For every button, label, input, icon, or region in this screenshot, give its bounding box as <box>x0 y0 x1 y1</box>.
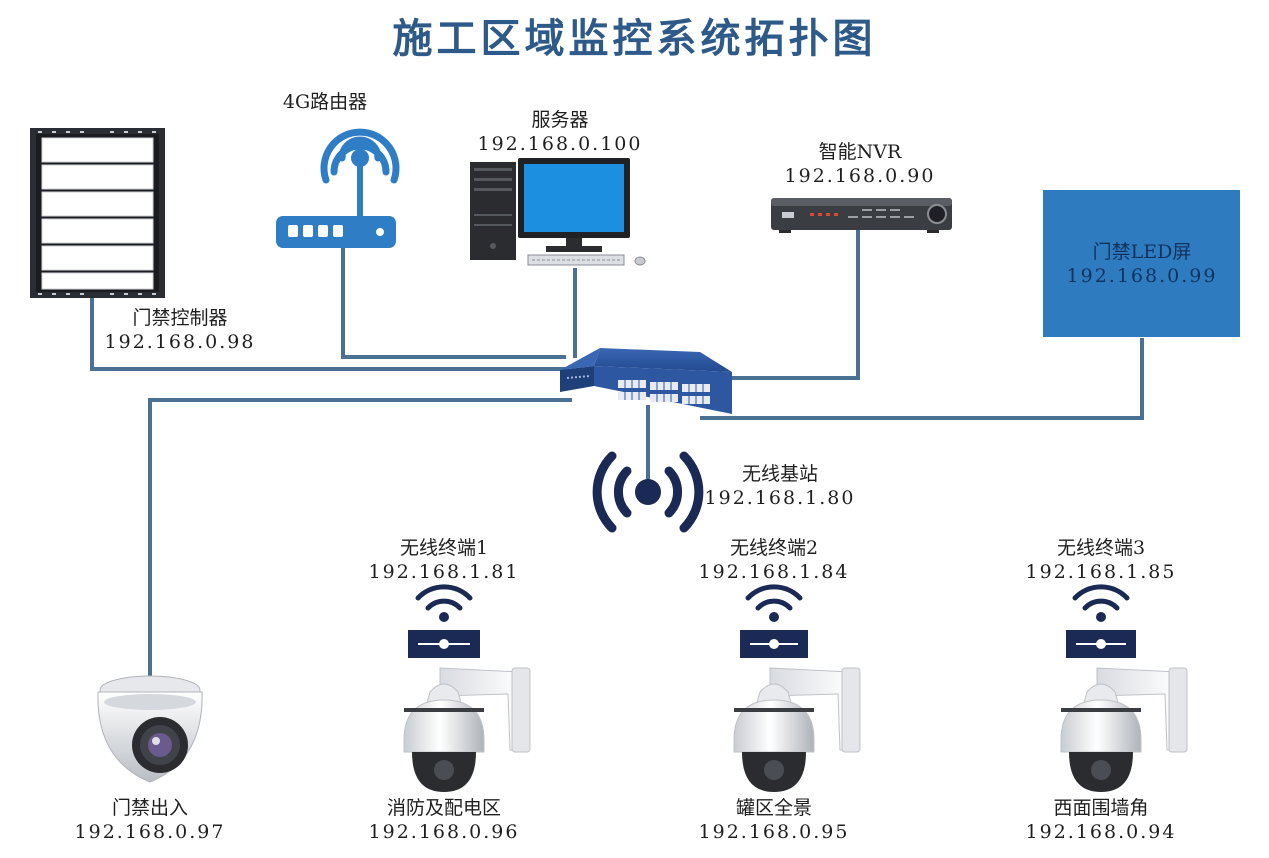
server-ip: 192.168.0.100 <box>477 133 643 155</box>
ptz-camera-3-icon <box>1060 667 1188 792</box>
terminal-1-icon <box>408 584 480 658</box>
nvr-ip: 192.168.0.90 <box>784 165 936 187</box>
camera-west-ip: 192.168.0.94 <box>1025 821 1177 843</box>
nvr-icon <box>771 198 952 233</box>
router-name: 4G路由器 <box>282 91 368 113</box>
router-icon <box>276 128 400 248</box>
label-led-screen: 门禁LED屏 192.168.0.99 <box>1050 240 1234 288</box>
access-controller-ip: 192.168.0.98 <box>104 331 256 353</box>
dome-camera-icon <box>97 675 203 783</box>
switch-icon <box>560 348 732 414</box>
led-screen-name: 门禁LED屏 <box>1092 241 1192 263</box>
label-camera-gate: 门禁出入 192.168.0.97 <box>70 796 230 844</box>
terminal-3-icon <box>1066 584 1136 658</box>
terminal-1-name: 无线终端1 <box>399 537 489 559</box>
terminal-2-ip: 192.168.1.84 <box>698 561 850 583</box>
terminal-3-name: 无线终端3 <box>1056 537 1146 559</box>
base-station-name: 无线基站 <box>741 463 818 485</box>
ptz-camera-1-icon <box>403 667 531 792</box>
server-name: 服务器 <box>531 109 589 131</box>
terminal-1-ip: 192.168.1.81 <box>368 561 520 583</box>
base-station-ip: 192.168.1.80 <box>704 487 856 509</box>
camera-gate-ip: 192.168.0.97 <box>74 821 226 843</box>
label-server: 服务器 192.168.0.100 <box>470 108 650 156</box>
label-nvr: 智能NVR 192.168.0.90 <box>775 140 945 188</box>
label-terminal-1: 无线终端1 192.168.1.81 <box>364 536 524 584</box>
ptz-camera-2-icon <box>733 667 861 792</box>
terminal-2-name: 无线终端2 <box>729 537 819 559</box>
label-camera-tank: 罐区全景 192.168.0.95 <box>694 796 854 844</box>
nvr-name: 智能NVR <box>818 141 902 163</box>
access-controller-icon <box>30 128 165 298</box>
network-links <box>90 230 1144 678</box>
led-screen-ip: 192.168.0.99 <box>1066 265 1218 287</box>
base-station-icon <box>592 451 704 533</box>
link-led-screen <box>700 338 1144 420</box>
label-terminal-2: 无线终端2 192.168.1.84 <box>694 536 854 584</box>
label-access-controller: 门禁控制器 192.168.0.98 <box>95 306 265 354</box>
camera-tank-name: 罐区全景 <box>735 797 812 819</box>
server-icon <box>470 158 646 266</box>
camera-fire-ip: 192.168.0.96 <box>368 821 520 843</box>
label-camera-west: 西面围墙角 192.168.0.94 <box>1021 796 1181 844</box>
camera-west-name: 西面围墙角 <box>1053 797 1149 819</box>
camera-tank-ip: 192.168.0.95 <box>698 821 850 843</box>
access-controller-name: 门禁控制器 <box>132 307 228 329</box>
link-access-controller <box>90 298 568 371</box>
camera-gate-name: 门禁出入 <box>111 797 188 819</box>
label-router: 4G路由器 <box>270 90 380 114</box>
link-router <box>341 246 566 359</box>
diagram-title: 施工区域监控系统拓扑图 <box>392 16 877 62</box>
link-nvr <box>722 230 860 380</box>
label-base-station: 无线基站 192.168.1.80 <box>700 462 860 510</box>
terminal-2-icon <box>740 584 808 658</box>
link-camera-gate <box>148 398 572 678</box>
label-terminal-3: 无线终端3 192.168.1.85 <box>1021 536 1181 584</box>
camera-fire-name: 消防及配电区 <box>386 797 501 819</box>
terminal-3-ip: 192.168.1.85 <box>1025 561 1177 583</box>
label-camera-fire: 消防及配电区 192.168.0.96 <box>364 796 524 844</box>
led-screen-icon <box>1043 190 1240 337</box>
